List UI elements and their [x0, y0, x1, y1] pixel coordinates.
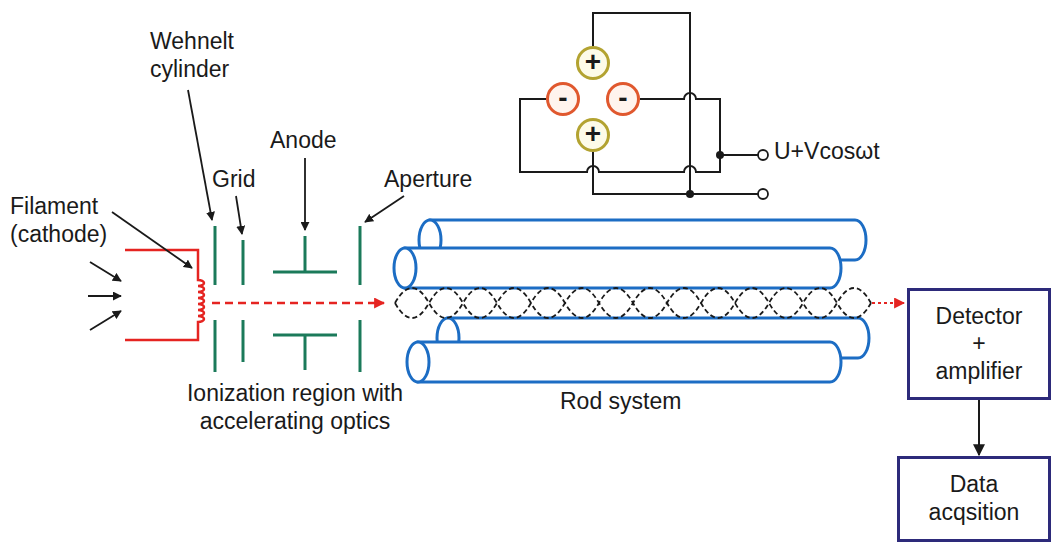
terminal — [758, 189, 768, 199]
ion-trajectory — [395, 288, 871, 318]
flow-arrow — [978, 400, 980, 455]
part-label: Filament (cathode) — [10, 193, 135, 248]
acquisition-box: Data acqsition — [897, 456, 1051, 542]
wire — [720, 154, 758, 156]
part-label: U+Vcosωt — [774, 138, 880, 166]
leader-line — [112, 212, 192, 268]
wire — [593, 13, 690, 194]
part-label: Grid — [212, 166, 255, 194]
wire — [690, 193, 758, 195]
part-label: Anode — [270, 127, 337, 155]
polarity-circle: + — [576, 118, 610, 152]
leader-line — [188, 90, 212, 220]
detector-box: Detector + amplifier — [907, 288, 1051, 400]
node-text: Detector + amplifier — [929, 303, 1029, 386]
leader-line — [236, 196, 242, 234]
polarity-circle: - — [606, 82, 640, 116]
node-text: - — [618, 84, 627, 112]
part-label: Aperture — [384, 166, 472, 194]
node-text: - — [558, 84, 567, 112]
leader-line — [304, 158, 306, 230]
node-text: + — [585, 120, 601, 148]
current-arrow — [88, 295, 121, 297]
part-label: Ionization region with accelerating opti… — [150, 380, 440, 435]
terminal — [758, 150, 768, 160]
leader-line — [365, 196, 404, 222]
node-text: + — [585, 48, 601, 76]
polarity-circle: - — [546, 82, 580, 116]
ion-beam — [872, 302, 904, 304]
part-label: Wehnelt cylinder — [150, 28, 260, 83]
current-arrow — [90, 311, 121, 330]
part-label: Rod system — [560, 388, 681, 416]
filament-coil — [125, 250, 204, 340]
ion-trajectory — [395, 288, 871, 318]
node-text: Data acqsition — [924, 471, 1024, 526]
ion-beam — [212, 302, 384, 305]
electrode-plates — [215, 226, 360, 372]
quadrupole-rods — [394, 220, 869, 382]
polarity-circle: + — [576, 46, 610, 80]
current-arrow — [90, 262, 121, 281]
